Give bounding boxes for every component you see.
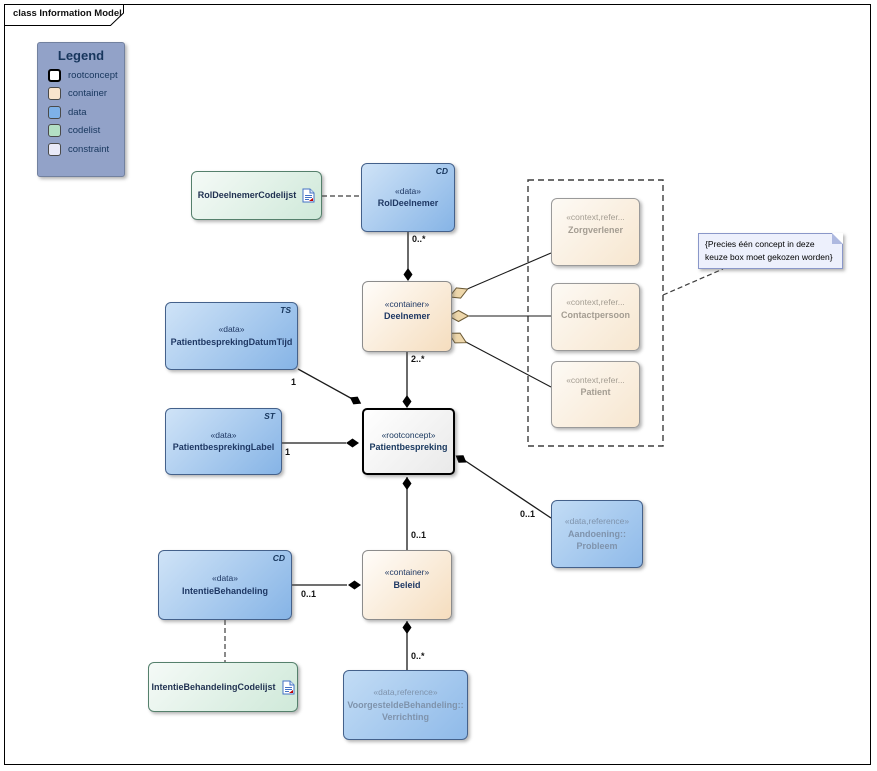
composition-diamond	[403, 268, 413, 281]
node-voorgesteldebehandeling-verrichting[interactable]: «data,reference» VoorgesteldeBehandeling…	[343, 670, 468, 740]
composition-diamond	[402, 621, 412, 634]
rootconcept-swatch	[48, 68, 61, 82]
legend-item-container: container	[48, 87, 124, 100]
multiplicity-label: 0..*	[411, 651, 425, 661]
legend-item-data: data	[48, 105, 124, 119]
composition-diamond	[349, 396, 362, 405]
codelist-document-icon	[282, 680, 294, 694]
node-patientbespreking[interactable]: «rootconcept» Patientbespreking	[362, 408, 455, 475]
type-marker: CD	[272, 553, 285, 563]
node-patient[interactable]: «context,refer... Patient	[551, 361, 640, 428]
edge-datumtijd-patientbespreking	[297, 368, 357, 402]
multiplicity-label: 0..1	[520, 509, 536, 519]
composition-diamond	[402, 395, 412, 408]
aggregation-diamond	[448, 287, 469, 299]
node-intentiebehandeling[interactable]: CD «data» IntentieBehandeling	[158, 550, 292, 620]
constraint-note: {Precies één concept in deze keuze box m…	[698, 233, 843, 269]
node-deelnemer[interactable]: «container» Deelnemer	[362, 281, 452, 352]
composition-diamond	[402, 477, 412, 490]
composition-diamond	[348, 580, 361, 590]
codelist-swatch	[48, 124, 61, 137]
node-stereotype: «container»	[384, 298, 430, 309]
legend-label: constraint	[68, 143, 110, 155]
node-patientbesprekingdatumtijd[interactable]: TS «data» PatientbesprekingDatumTijd	[165, 302, 298, 370]
legend-label: data	[68, 106, 87, 118]
legend-item-codelist: codelist	[48, 124, 124, 137]
multiplicity-label: 0..*	[412, 234, 426, 244]
node-stereotype: «data,reference»	[564, 516, 630, 527]
composition-diamond	[455, 455, 467, 463]
node-stereotype: «data»	[218, 324, 245, 335]
diagram-tab-shape	[4, 4, 124, 26]
node-stereotype: «data»	[212, 573, 238, 584]
node-stereotype: «data»	[395, 185, 421, 196]
node-name: Beleid	[393, 579, 421, 590]
type-marker: CD	[435, 166, 448, 176]
node-name: PatientbesprekingLabel	[172, 442, 275, 453]
node-roldeelnemercodelijst[interactable]: RolDeelnemerCodelijst	[191, 171, 322, 220]
legend-item-rootconcept: rootconcept	[48, 68, 124, 82]
constraint-swatch	[48, 142, 61, 156]
type-marker: TS	[280, 305, 291, 315]
node-name: Patientbespreking	[369, 442, 448, 453]
node-name: IntentieBehandeling	[181, 585, 268, 596]
node-stereotype: «context,refer...	[566, 297, 625, 308]
legend: Legend rootconcept container data codeli…	[37, 42, 125, 177]
legend-label: codelist	[68, 125, 101, 136]
node-name: Patient	[580, 387, 611, 398]
node-intentiebehandelingcodelijst[interactable]: IntentieBehandelingCodelijst	[148, 662, 298, 712]
legend-label: container	[68, 88, 108, 99]
edge-note-choicebox	[662, 268, 724, 296]
node-beleid[interactable]: «container» Beleid	[362, 550, 452, 620]
node-name: IntentieBehandelingCodelijst	[151, 681, 276, 692]
legend-title: Legend	[57, 48, 105, 63]
node-stereotype: «context,refer...	[566, 374, 625, 385]
multiplicity-label: 1	[285, 447, 291, 457]
codelist-document-icon	[302, 188, 315, 203]
data-swatch	[48, 105, 61, 119]
aggregation-diamond	[447, 309, 470, 323]
node-name: Zorgverlener	[567, 224, 624, 235]
edge-deelnemer-patient	[463, 340, 552, 388]
node-patientbesprekinglabel[interactable]: ST «data» PatientbesprekingLabel	[165, 408, 282, 475]
edge-patientbespreking-aandoening	[463, 459, 552, 519]
note-fold-corner-icon	[832, 233, 843, 244]
legend-item-constraint: constraint	[48, 142, 124, 156]
node-name: Contactpersoon	[560, 309, 630, 320]
node-stereotype: «data»	[210, 429, 237, 440]
node-name: Probleem	[576, 540, 618, 551]
diagram-frame	[4, 4, 871, 765]
multiplicity-label: 1	[291, 377, 297, 387]
edge-deelnemer-zorgverlener	[464, 252, 552, 291]
composition-diamond	[346, 438, 359, 448]
node-name: RolDeelnemerCodelijst	[197, 190, 297, 201]
node-roldeelnemer[interactable]: CD «data» RolDeelnemer	[361, 163, 455, 232]
multiplicity-label: 0..1	[411, 530, 427, 540]
node-stereotype: «context,refer...	[566, 212, 625, 223]
node-name: RolDeelnemer	[377, 198, 439, 209]
node-name: Deelnemer	[383, 311, 431, 322]
diagram-tab-label: class Information Model	[13, 8, 122, 19]
multiplicity-label: 2..*	[411, 354, 425, 364]
node-aandoening-probleem[interactable]: «data,reference» Aandoening:: Probleem	[551, 500, 643, 568]
legend-label: rootconcept	[68, 69, 118, 81]
node-name: Aandoening::	[568, 528, 626, 539]
node-stereotype: «container»	[384, 567, 430, 578]
container-swatch	[48, 87, 61, 100]
node-stereotype: «rootconcept»	[381, 429, 436, 440]
node-name: PatientbesprekingDatumTijd	[170, 336, 293, 347]
note-text: {Precies één concept in deze keuze box m…	[705, 239, 833, 262]
aggregation-diamond	[447, 332, 468, 344]
node-contactpersoon[interactable]: «context,refer... Contactpersoon	[551, 283, 640, 351]
multiplicity-label: 0..1	[301, 589, 317, 599]
node-name: Verrichting	[381, 711, 429, 722]
node-zorgverlener[interactable]: «context,refer... Zorgverlener	[551, 198, 640, 266]
node-stereotype: «data,reference»	[373, 687, 438, 698]
node-name: VoorgesteldeBehandeling::	[347, 699, 464, 710]
type-marker: ST	[264, 411, 275, 421]
